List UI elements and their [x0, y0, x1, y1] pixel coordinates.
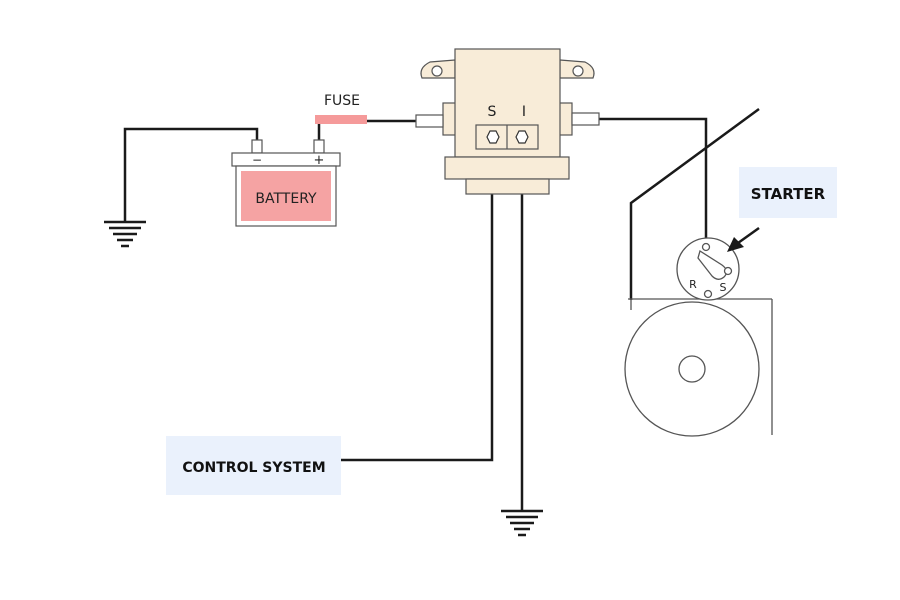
battery-terminal-negative-post — [251, 139, 263, 154]
starter-motor — [624, 237, 773, 437]
fuse-label: FUSE — [324, 93, 360, 109]
terminal-s-nut — [486, 130, 500, 144]
control-system-callout-box — [166, 436, 341, 495]
starter-terminal-top — [701, 242, 711, 252]
battery-label: BATTERY — [255, 191, 317, 207]
wire-diagonal-lead — [629, 107, 760, 300]
battery-terminal-positive-post — [313, 139, 325, 154]
starter-callout-box — [739, 167, 837, 218]
wire-s-control — [341, 148, 494, 462]
wire-negative-ground — [123, 127, 259, 222]
battery-positive-sign: + — [314, 153, 325, 168]
terminal-i-label: I — [522, 104, 526, 120]
wires — [123, 107, 760, 510]
solenoid-stud-right — [558, 102, 573, 136]
ground-symbol-solenoid — [501, 509, 543, 537]
starter-callout-arrow — [727, 226, 760, 252]
starter-terminal-bottom — [703, 289, 713, 299]
starter-terminal-right — [723, 266, 733, 276]
starter-shaft — [678, 355, 706, 383]
control-system-label: CONTROL SYSTEM — [182, 460, 325, 476]
battery-negative-sign: − — [252, 153, 262, 167]
ground-symbol-battery — [104, 220, 146, 248]
fuse — [315, 115, 367, 124]
solenoid-base — [444, 156, 570, 180]
battery: BATTERY − + — [231, 139, 341, 227]
solenoid — [415, 48, 600, 195]
battery-label-panel — [241, 171, 331, 221]
solenoid-stud-left — [442, 102, 457, 136]
starter-cap-link — [697, 249, 728, 280]
terminal-s-label: S — [488, 104, 497, 120]
starter-r-label: R — [689, 278, 697, 291]
starter-s-label: S — [720, 281, 727, 294]
solenoid-foot — [465, 178, 550, 195]
wire-solenoid-starter — [599, 117, 708, 240]
terminal-i-nut — [515, 130, 529, 144]
starter-label: STARTER — [751, 185, 826, 203]
